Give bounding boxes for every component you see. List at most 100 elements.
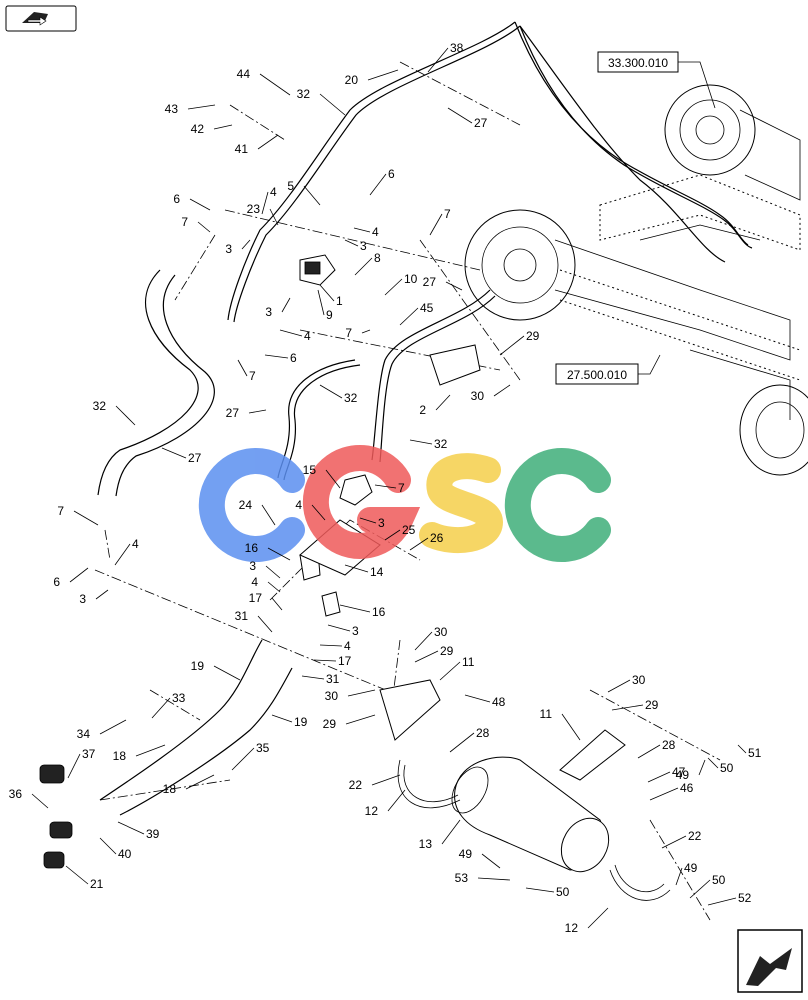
leader-line xyxy=(267,581,281,593)
next-page-arrow-icon[interactable] xyxy=(737,929,803,993)
callout-number: 51 xyxy=(748,746,762,760)
callout-35: 35 xyxy=(231,741,270,771)
callout-number: 29 xyxy=(440,644,454,658)
leader-line xyxy=(427,47,449,73)
leader-line xyxy=(647,771,671,783)
leader-line xyxy=(264,354,289,359)
callout-number: 11 xyxy=(540,707,553,721)
leader-line xyxy=(707,757,719,769)
callout-7: 7 xyxy=(57,504,99,526)
callout-number: 9 xyxy=(326,308,333,322)
leader-line xyxy=(73,510,99,526)
leader-line xyxy=(189,198,211,211)
callout-number: 23 xyxy=(247,202,261,216)
callout-4: 4 xyxy=(251,575,281,593)
callout-number: 50 xyxy=(720,761,734,775)
callout-28: 28 xyxy=(637,738,676,759)
callout-34: 34 xyxy=(77,719,127,741)
callout-number: 5 xyxy=(287,179,294,193)
leader-line xyxy=(241,239,251,250)
leader-line xyxy=(31,793,49,809)
leader-line xyxy=(271,714,293,723)
leader-line xyxy=(607,679,631,693)
callout-12: 12 xyxy=(365,789,406,818)
hose-27-32-middle xyxy=(277,289,496,481)
callout-number: 3 xyxy=(225,242,232,256)
callout-number: 19 xyxy=(294,715,308,729)
hose-32-27-left xyxy=(97,269,215,497)
callout-7: 7 xyxy=(374,481,405,495)
callout-number: 30 xyxy=(434,625,448,639)
callout-33: 33 xyxy=(151,691,186,719)
callout-3: 3 xyxy=(327,624,359,638)
callout-4: 4 xyxy=(319,639,351,653)
leader-line xyxy=(361,329,371,334)
callout-number: 3 xyxy=(265,305,272,319)
leader-line xyxy=(151,697,171,719)
leader-line xyxy=(371,774,401,786)
reference-box-33-300-010[interactable]: 33.300.010 xyxy=(597,51,716,109)
callout-3: 3 xyxy=(359,516,385,530)
leader-line xyxy=(117,821,145,835)
callout-18: 18 xyxy=(163,774,215,796)
callout-number: 16 xyxy=(245,541,259,555)
callout-number: 46 xyxy=(680,781,694,795)
leader-line xyxy=(327,624,351,632)
callout-21: 21 xyxy=(65,865,104,891)
leader-line xyxy=(265,565,281,579)
air-tank-13 xyxy=(451,756,610,873)
leader-line xyxy=(135,744,166,757)
leader-line xyxy=(257,615,273,633)
callout-number: 31 xyxy=(326,672,340,686)
book-icon[interactable] xyxy=(5,5,77,32)
callout-number: 45 xyxy=(420,301,434,315)
callout-number: 25 xyxy=(402,523,416,537)
leader-line xyxy=(269,208,279,226)
callout-number: 44 xyxy=(237,67,251,81)
callout-number: 12 xyxy=(565,921,579,935)
callout-number: 27 xyxy=(188,451,202,465)
callout-number: 36 xyxy=(9,787,23,801)
callout-number: 53 xyxy=(455,871,469,885)
callout-number: 14 xyxy=(370,565,384,579)
leader-line xyxy=(477,877,511,881)
reference-label: 33.300.010 xyxy=(608,56,668,70)
callout-46: 46 xyxy=(649,781,694,801)
callout-number: 18 xyxy=(163,782,177,796)
leader-line xyxy=(325,469,341,489)
leader-line xyxy=(115,405,136,426)
callout-number: 34 xyxy=(77,727,91,741)
callout-36: 36 xyxy=(9,787,49,809)
callout-38: 38 xyxy=(427,41,464,73)
callout-number: 22 xyxy=(688,829,702,843)
leader-line xyxy=(661,835,687,849)
callout-number: 7 xyxy=(181,215,188,229)
callout-53: 53 xyxy=(455,871,511,885)
callout-3: 3 xyxy=(225,239,251,256)
callout-number: 4 xyxy=(270,185,277,199)
callout-3: 3 xyxy=(79,589,109,606)
callout-44: 44 xyxy=(237,67,291,96)
leader-line xyxy=(319,384,343,399)
callout-22: 22 xyxy=(661,829,702,849)
callout-number: 4 xyxy=(344,639,351,653)
callout-number: 11 xyxy=(462,655,475,669)
leader-line xyxy=(447,107,473,124)
callout-10: 10 xyxy=(384,272,418,296)
callout-23: 23 xyxy=(247,202,279,226)
callout-number: 13 xyxy=(419,837,433,851)
callout-42: 42 xyxy=(191,122,233,136)
callout-50: 50 xyxy=(689,873,726,899)
callout-28: 28 xyxy=(449,726,490,753)
callout-number: 29 xyxy=(526,329,540,343)
reference-box-27-500-010[interactable]: 27.500.010 xyxy=(555,354,661,385)
callout-3: 3 xyxy=(249,559,281,579)
callout-number: 3 xyxy=(352,624,359,638)
callout-3: 3 xyxy=(265,297,291,319)
tank-strap-12-left xyxy=(379,679,461,809)
callout-29: 29 xyxy=(414,644,454,663)
callout-27: 27 xyxy=(447,107,488,130)
callout-48: 48 xyxy=(464,694,506,709)
leader-line xyxy=(441,819,461,845)
